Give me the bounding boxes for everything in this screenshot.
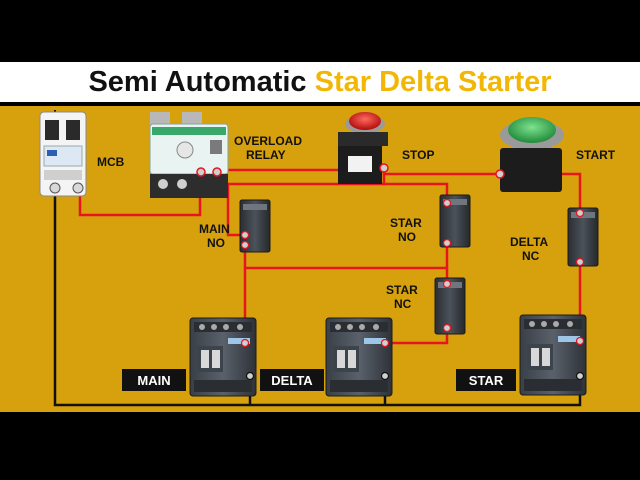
contactor-delta-icon [325, 317, 393, 397]
contactor-main-icon [189, 317, 257, 397]
tag-main: MAIN [122, 369, 186, 391]
label-star-no-line2: NO [398, 230, 416, 244]
start-button-green-icon [495, 117, 564, 192]
title-part2: Star Delta Starter [314, 66, 552, 98]
aux-contact-star-no-icon [439, 194, 471, 248]
title-part1: Semi Automatic [88, 66, 307, 98]
label-main-no-line2: NO [207, 236, 225, 250]
tag-main-text: MAIN [137, 373, 170, 388]
aux-contact-main-no-icon [239, 199, 271, 253]
label-delta-nc-line2: NC [522, 249, 540, 263]
overload-relay-icon [149, 112, 229, 198]
label-stop: STOP [402, 148, 434, 162]
label-star-nc-line1: STAR [386, 283, 418, 297]
label-start: START [576, 148, 616, 162]
title-bar: Semi Automatic Star Delta Starter [0, 62, 640, 102]
tag-star: STAR [456, 369, 516, 391]
tag-star-text: STAR [469, 373, 504, 388]
label-star-no-line1: STAR [390, 216, 422, 230]
tag-delta: DELTA [260, 369, 324, 391]
stop-button-red-icon [338, 112, 389, 184]
label-overload-line1: OVERLOAD [234, 134, 302, 148]
label-main-no-line1: MAIN [199, 222, 230, 236]
mcb-breaker-icon [39, 111, 87, 197]
aux-contact-star-nc-icon [434, 277, 466, 335]
label-delta-nc-line1: DELTA [510, 235, 549, 249]
tag-delta-text: DELTA [271, 373, 313, 388]
label-star-nc-line2: NC [394, 297, 412, 311]
page-title: Semi Automatic Star Delta Starter [0, 62, 640, 102]
label-overload-line2: RELAY [246, 148, 286, 162]
aux-contact-delta-nc-icon [567, 207, 599, 267]
contactor-star-icon [519, 314, 587, 396]
label-mcb: MCB [97, 155, 125, 169]
